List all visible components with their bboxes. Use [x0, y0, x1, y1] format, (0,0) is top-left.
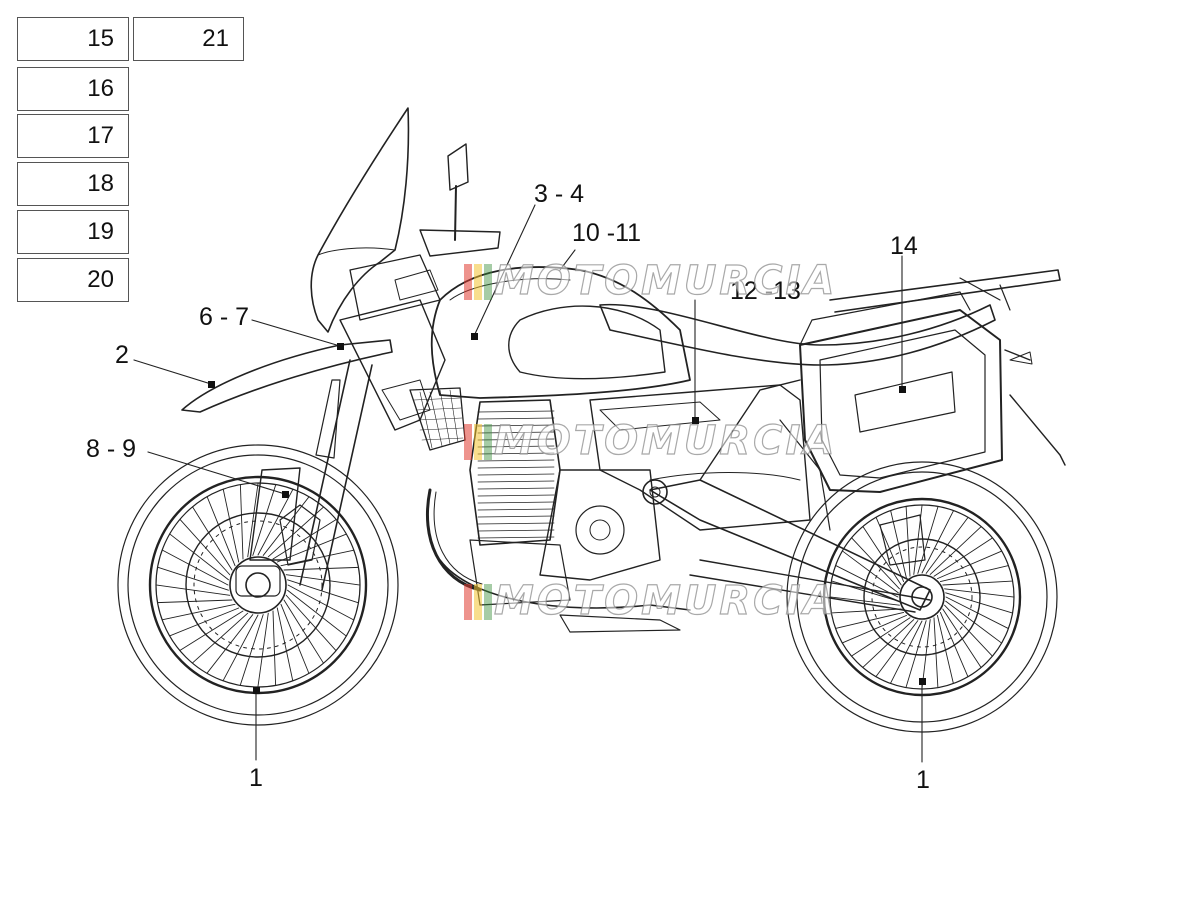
callout-1-front-wheel: 1: [249, 764, 263, 792]
front-fork: [235, 359, 373, 597]
mirror: [447, 143, 469, 241]
legend-box-18: 18: [17, 162, 129, 206]
seat: [599, 303, 996, 366]
callout-8-9: 8 - 9: [86, 435, 137, 463]
callout-2: 2: [115, 341, 129, 369]
engine: [425, 399, 661, 606]
fuel-tank: [430, 266, 691, 399]
legend-box-21: 21: [133, 17, 244, 61]
front-wheel: [117, 444, 399, 726]
watermark-text-1: MOTOMURCIA: [493, 257, 838, 304]
legend-box-17: 17: [17, 114, 129, 158]
watermark-text-3: MOTOMURCIA: [493, 577, 838, 624]
callout-3-4: 3 - 4: [534, 180, 585, 208]
swingarm: [649, 479, 931, 611]
front-fender: [181, 339, 393, 413]
callout-1-rear-wheel: 1: [916, 766, 930, 794]
leader-lines: [133, 204, 923, 763]
legend-box-19: 19: [17, 210, 129, 254]
pannier: [799, 291, 1066, 493]
callout-10-11: 10 -11: [572, 219, 642, 247]
watermark-text-2: MOTOMURCIA: [493, 417, 838, 464]
reference-markers: [208, 333, 926, 694]
legend-box-16: 16: [17, 67, 129, 111]
windscreen: [310, 107, 410, 333]
legend-box-20: 20: [17, 258, 129, 302]
callout-12-13: 12 -13: [730, 277, 801, 305]
callout-14: 14: [890, 232, 918, 260]
callout-6-7: 6 - 7: [199, 303, 250, 331]
legend-box-15: 15: [17, 17, 129, 61]
